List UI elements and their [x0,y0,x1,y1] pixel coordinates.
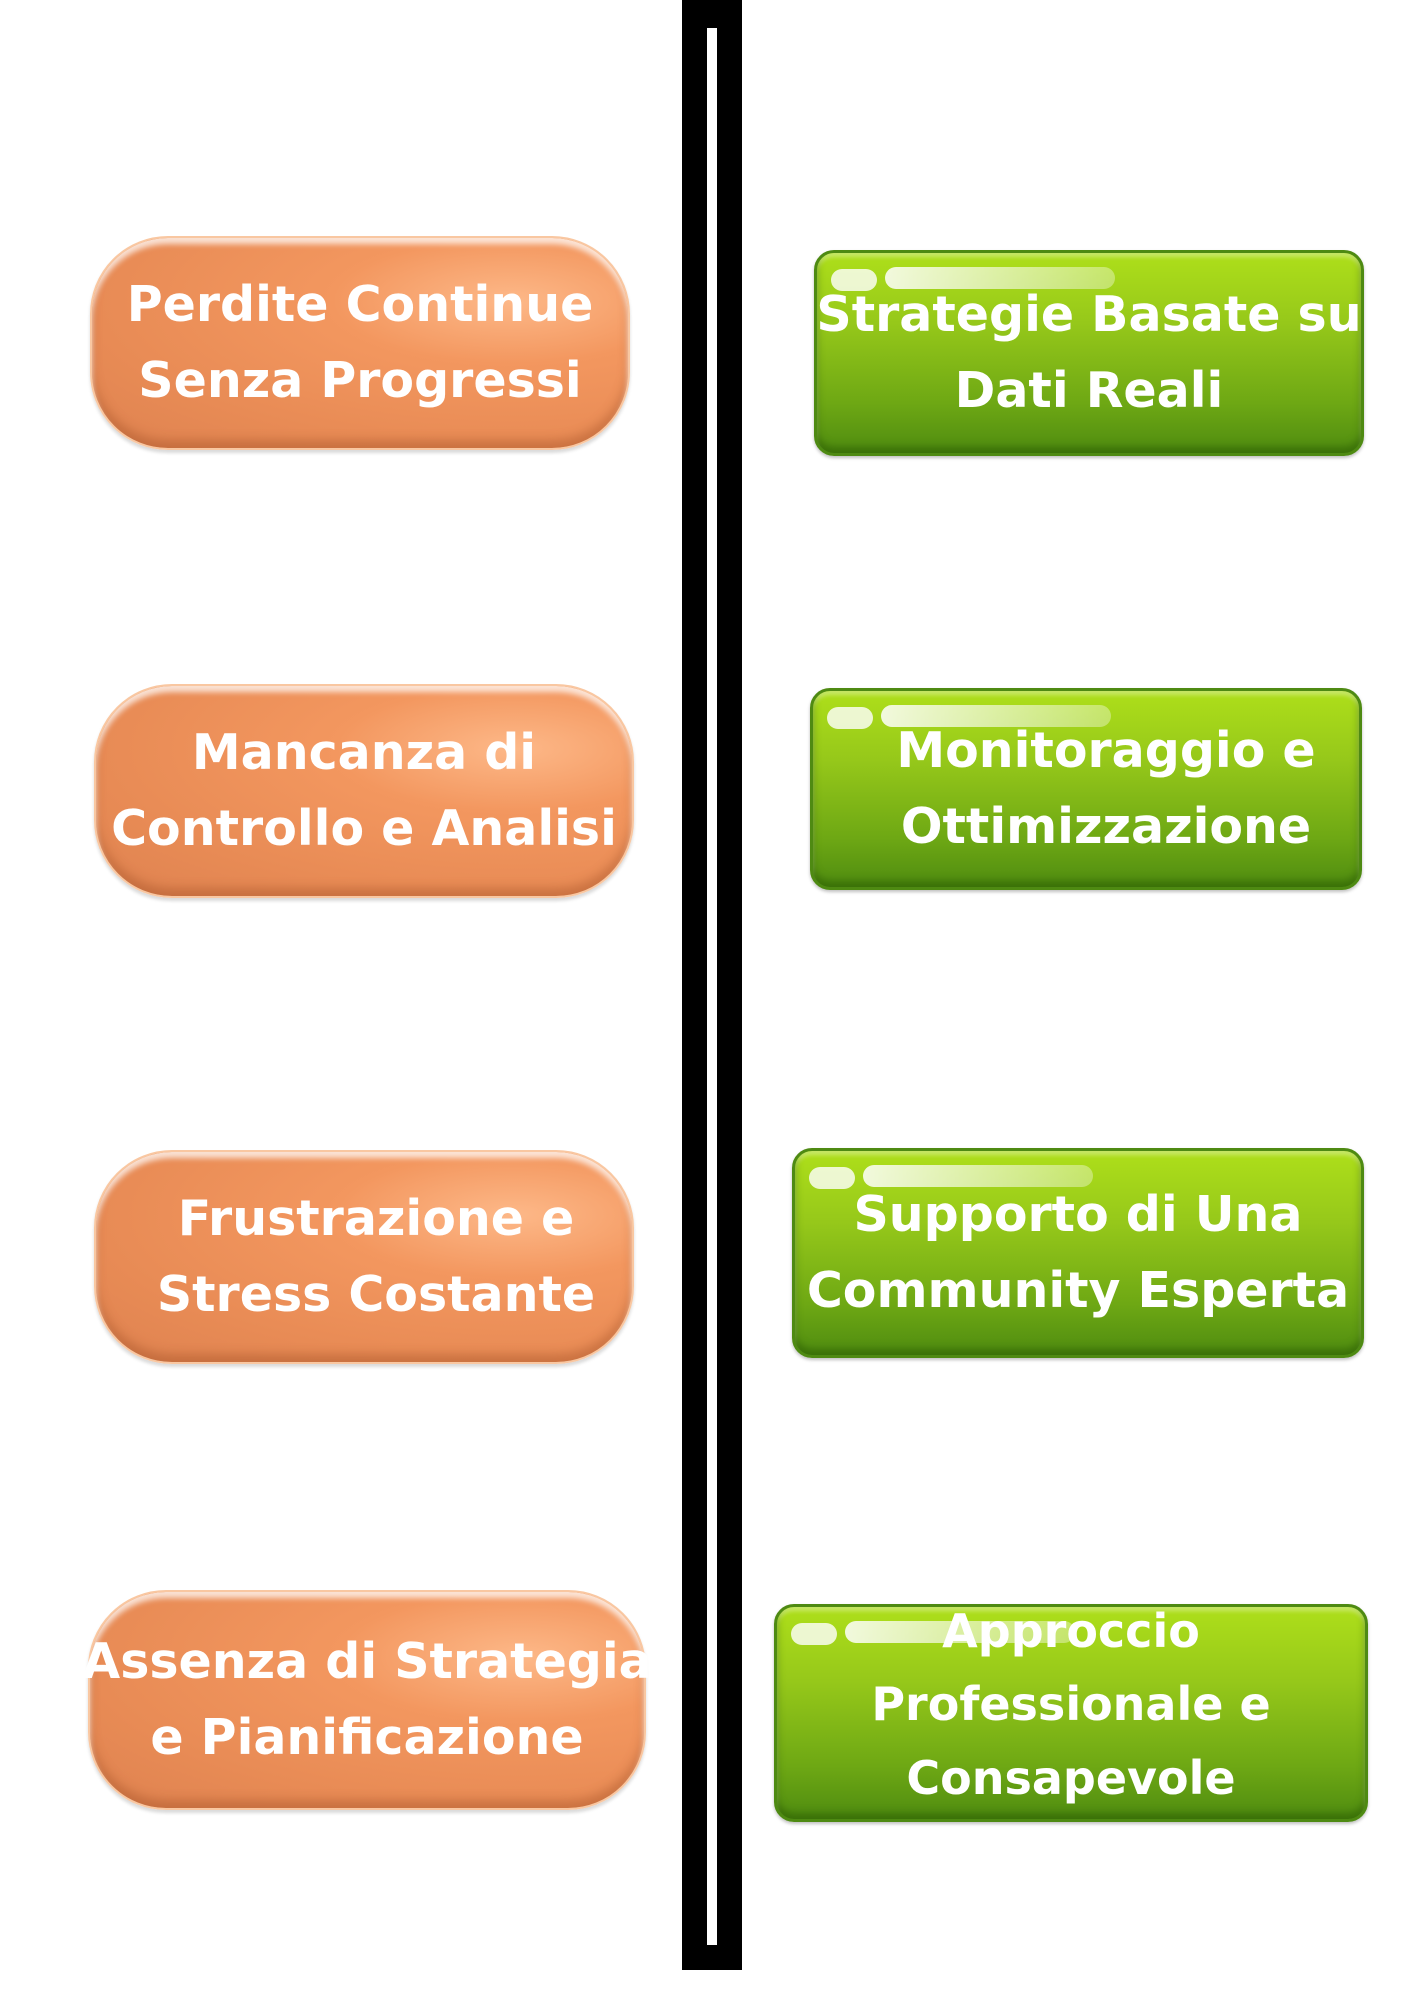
center-divider [682,0,742,1970]
gloss-highlight [831,269,877,291]
gloss-highlight [845,1621,1075,1643]
gloss-highlight [881,705,1111,727]
problem-label-4: Assenza di Strategia e Pianificazione [82,1633,652,1766]
solution-label-3: Supporto di Una Community Esperta [806,1186,1350,1319]
gloss-highlight [863,1165,1093,1187]
gloss-highlight [885,267,1115,289]
solution-pill-2: Monitoraggio e Ottimizzazione [810,688,1362,890]
solution-label-2: Monitoraggio e Ottimizzazione [896,722,1316,855]
problem-pill-4: Assenza di Strategia e Pianificazione [82,1590,652,1810]
gloss-highlight [827,707,873,729]
gloss-highlight [791,1623,837,1645]
solution-pill-3: Supporto di Una Community Esperta [792,1148,1364,1358]
problem-label-2: Mancanza di Controllo e Analisi [111,724,617,857]
solution-label-4: Approccio Professionale e Consapevole [871,1603,1271,1805]
problem-pill-2: Mancanza di Controllo e Analisi [94,684,634,898]
problem-pill-1: Perdite Continue Senza Progressi [90,236,630,450]
solution-label-1: Strategie Basate su Dati Reali [816,286,1362,419]
gloss-highlight [809,1167,855,1189]
solution-pill-1: Strategie Basate su Dati Reali [814,250,1364,456]
problem-pill-3: Frustrazione e Stress Costante [94,1150,634,1364]
solution-pill-4: Approccio Professionale e Consapevole [774,1604,1368,1822]
problem-label-3: Frustrazione e Stress Costante [156,1190,596,1323]
problem-label-1: Perdite Continue Senza Progressi [126,276,594,409]
